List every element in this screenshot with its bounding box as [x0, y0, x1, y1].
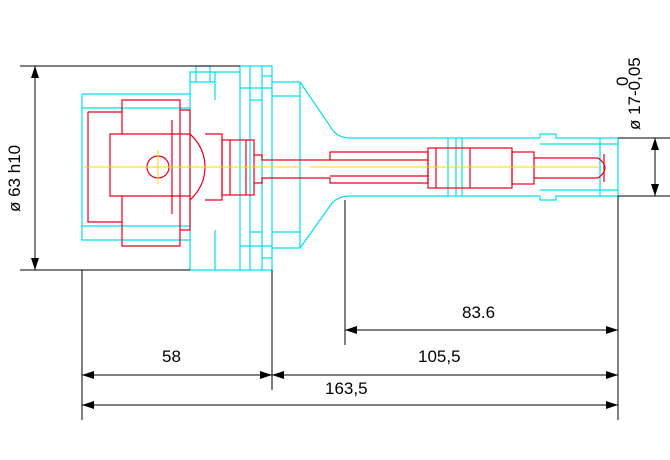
dim-tip-diameter: ø 17-0,05 [625, 57, 644, 130]
dim-flange-to-face: 58 [162, 347, 181, 366]
dim-shank-length: 105,5 [418, 347, 461, 366]
dim-overall-length: 163,5 [325, 379, 368, 398]
dimensions: 83.6 58 105,5 163,5 ø 63 h10 ø 17-0,05 0 [5, 57, 670, 420]
holder-outline [81, 65, 619, 271]
center-line [84, 150, 600, 184]
dim-tip-tolerance-upper: 0 [613, 77, 632, 86]
internal-section [87, 99, 606, 247]
dim-flange-diameter: ø 63 h10 [5, 145, 24, 212]
dim-tip-length: 83.6 [462, 303, 495, 322]
